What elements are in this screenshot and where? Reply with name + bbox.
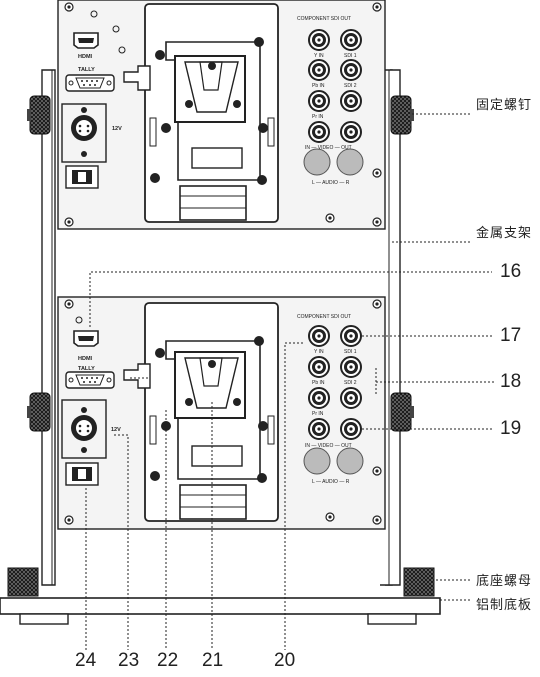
label-20: 20 <box>274 650 296 671</box>
label-metal-bracket: 金属支架 <box>476 226 533 241</box>
svg-text:HDMI: HDMI <box>78 356 93 362</box>
svg-text:SDI 1: SDI 1 <box>344 349 357 355</box>
svg-text:12V: 12V <box>111 427 121 433</box>
metal-bracket <box>41 69 401 586</box>
svg-text:Pb IN: Pb IN <box>312 83 325 89</box>
svg-text:IN — VIDEO — OUT: IN — VIDEO — OUT <box>305 443 352 449</box>
svg-text:COMPONENT SDI OUT: COMPONENT SDI OUT <box>297 16 351 22</box>
svg-text:COMPONENT SDI OUT: COMPONENT SDI OUT <box>297 314 351 320</box>
svg-text:TALLY: TALLY <box>78 67 95 73</box>
label-22: 22 <box>157 650 179 671</box>
svg-text:TALLY: TALLY <box>78 366 95 372</box>
label-17: 17 <box>500 325 522 346</box>
svg-text:HDMI: HDMI <box>78 54 93 60</box>
svg-text:12V: 12V <box>112 126 122 132</box>
label-18: 18 <box>500 371 522 392</box>
label-fixing-screw: 固定螺钉 <box>476 98 533 113</box>
label-23: 23 <box>118 650 140 671</box>
label-aluminum-base: 铝制底板 <box>476 598 533 613</box>
svg-text:Pb IN: Pb IN <box>312 380 325 386</box>
upper-monitor-panel: HDMI TALLY 12V <box>57 0 386 230</box>
aluminum-base <box>0 567 441 625</box>
lower-monitor-panel: HDMI TALLY 12V <box>57 296 386 530</box>
svg-text:SDI 2: SDI 2 <box>344 380 357 386</box>
leader-lines <box>85 113 494 650</box>
svg-text:SDI 2: SDI 2 <box>344 83 357 89</box>
svg-text:Pr IN: Pr IN <box>312 114 324 120</box>
svg-text:Pr IN: Pr IN <box>312 411 324 417</box>
svg-text:Y IN: Y IN <box>314 53 324 59</box>
svg-text:L — AUDIO — R: L — AUDIO — R <box>312 180 350 186</box>
svg-text:IN — VIDEO — OUT: IN — VIDEO — OUT <box>305 145 352 151</box>
label-16: 16 <box>500 261 522 282</box>
svg-text:SDI 1: SDI 1 <box>344 53 357 59</box>
label-19: 19 <box>500 418 522 439</box>
svg-text:Y IN: Y IN <box>314 349 324 355</box>
label-24: 24 <box>75 650 97 671</box>
svg-text:L — AUDIO — R: L — AUDIO — R <box>312 479 350 485</box>
label-base-nut: 底座螺母 <box>476 574 533 589</box>
label-21: 21 <box>202 650 224 671</box>
